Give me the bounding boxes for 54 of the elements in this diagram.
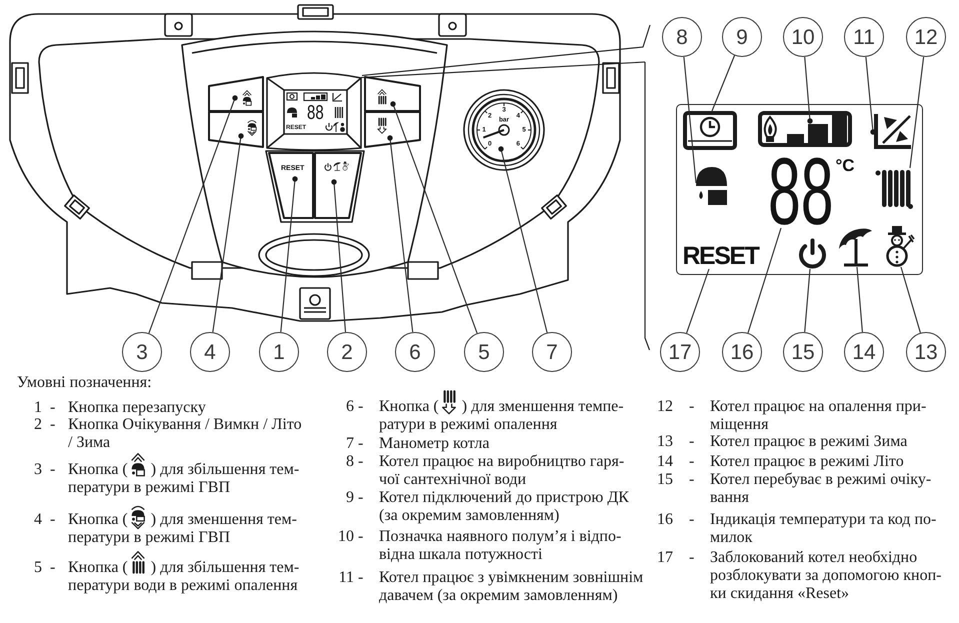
- key-number: 13: [657, 433, 673, 451]
- key-description: Кнопка ( ) для збільшення тем-ператури в режимі ГВП: [68, 461, 300, 496]
- key-dash: -: [358, 435, 364, 453]
- key-number: 16: [657, 511, 673, 529]
- key-heading: Умовні позначення:: [17, 374, 152, 392]
- key-description: Індикація температури та код по-милок: [710, 511, 936, 546]
- key-description: Котел працює в режимі Зима: [710, 433, 908, 450]
- key-description: Котел працює на опалення при-міщення: [710, 398, 926, 433]
- key-dash: -: [689, 549, 694, 567]
- key-description: Кнопка ( ) для збільшення тем-ператури води в режимі опалення: [68, 559, 300, 594]
- key-number: 1: [34, 399, 42, 417]
- key-number: 15: [657, 471, 673, 489]
- unit-label: °C: [836, 156, 855, 174]
- key-number: 9: [346, 489, 354, 507]
- key-dash: -: [50, 461, 56, 479]
- display-digits: 88: [307, 106, 324, 122]
- key-dash: -: [689, 511, 694, 529]
- key-description: Позначка наявного полум’я і відпо-відна шкала потужності: [379, 528, 622, 563]
- key-description: Кнопка перезапуску: [68, 399, 206, 416]
- key-description: Котел перебуває в режимі очіку-вання: [710, 471, 932, 506]
- key-dash: -: [689, 433, 694, 451]
- key-number: 2: [34, 416, 42, 434]
- key-description: Кнопка Очікування / Вимкн / Літо / Зима: [68, 416, 302, 451]
- key-number: 4: [34, 511, 42, 529]
- key-dash: -: [50, 511, 56, 529]
- key-number: 5: [34, 559, 42, 577]
- key-description: Манометр котла: [379, 435, 490, 452]
- key-dash: -: [689, 471, 694, 489]
- key-description: Заблокований котел необхідно розблокувати за допомогою кноп-ки скидання «Reset»: [710, 549, 942, 602]
- key-dash: -: [689, 398, 694, 416]
- key-number: 6: [346, 398, 354, 416]
- key-dash: -: [358, 398, 364, 416]
- key-number: 10: [338, 528, 354, 546]
- key-number: 17: [657, 549, 673, 567]
- key-description: Кнопка ( ) для зменшення тем-ператури в режимі ГВП: [68, 511, 297, 546]
- key-dash: -: [689, 453, 694, 471]
- key-number: 7: [346, 435, 354, 453]
- key-dash: -: [50, 399, 56, 417]
- key-dash: -: [358, 528, 364, 546]
- key-dash: -: [50, 416, 56, 434]
- key-number: 12: [657, 398, 673, 416]
- key-description: Котел працює з увімкненим зовнішнім давачем (за окремим замовленням): [379, 569, 644, 604]
- key-dash: -: [358, 569, 364, 587]
- key-number: 3: [34, 461, 42, 479]
- key-description: Котел працює на виробництво гаря-чої сантехнічної води: [379, 453, 624, 488]
- key-description: Котел підключений до пристрою ДК (за окремим замовленням): [379, 489, 629, 524]
- key-description: Котел працює в режимі Літо: [710, 453, 904, 470]
- key-dash: -: [50, 559, 56, 577]
- key-dash: -: [358, 489, 364, 507]
- key-dash: -: [358, 453, 364, 471]
- key-description: Кнопка ( ) для зменшення темпе-ратури в режимі опалення: [379, 398, 624, 433]
- key-number: 8: [346, 453, 354, 471]
- key-number: 11: [338, 569, 354, 587]
- key-number: 14: [657, 453, 673, 471]
